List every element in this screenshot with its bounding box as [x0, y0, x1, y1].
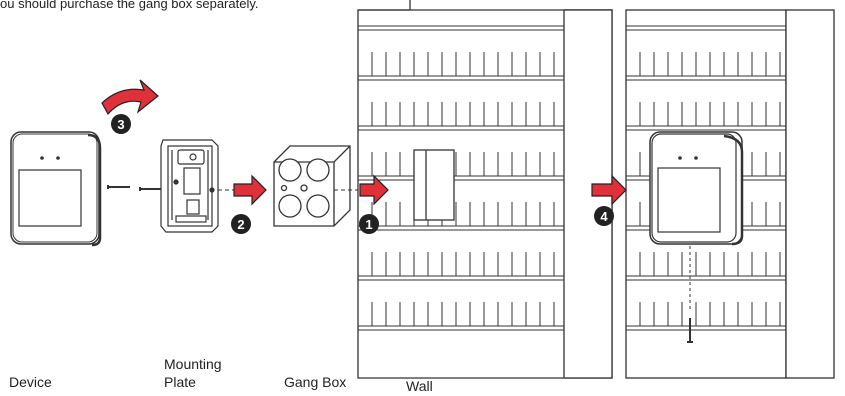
- svg-text:4: 4: [600, 209, 608, 224]
- svg-text:2: 2: [237, 217, 244, 232]
- right-arrow-icon: [591, 174, 627, 206]
- wall-illustration: [357, 0, 613, 379]
- step-badge-2: 2: [231, 214, 251, 234]
- mounting-plate-illustration: [160, 139, 219, 233]
- device-illustration: [10, 131, 102, 247]
- instruction-note: ou should purchase the gang box separate…: [0, 0, 259, 11]
- screw-icon: [107, 185, 162, 191]
- wall-opening: [413, 149, 455, 221]
- mounting-plate-label-line1: Mounting: [164, 356, 222, 372]
- curved-arrow-icon: [101, 79, 159, 116]
- step-badge-3: 3: [111, 114, 131, 134]
- gang-box-label: Gang Box: [284, 374, 347, 390]
- step-badge-4: 4: [594, 206, 614, 226]
- svg-text:1: 1: [365, 217, 372, 232]
- mounting-plate-label-line2: Plate: [164, 374, 196, 390]
- installed-device-illustration: [649, 131, 744, 343]
- right-arrow-icon: [359, 174, 389, 206]
- step-badge-1: 1: [359, 214, 379, 234]
- gang-box-illustration: [273, 145, 351, 227]
- svg-text:3: 3: [117, 117, 124, 132]
- right-arrow-icon: [233, 174, 267, 206]
- device-label: Device: [9, 374, 52, 390]
- wall-label: Wall: [406, 378, 433, 394]
